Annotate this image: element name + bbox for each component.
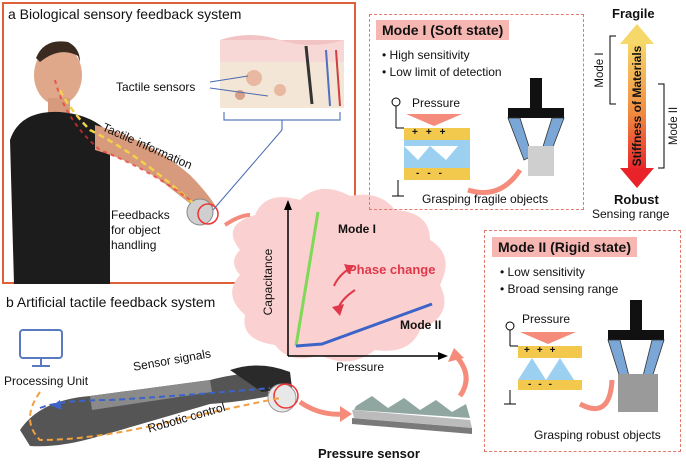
mode2-minus-signs: --- (528, 379, 559, 390)
stiffness-mode2-label: Mode II (668, 106, 680, 146)
mode2-bullets: Low sensitivity Broad sensing range (500, 264, 619, 298)
phase-change-label: Phase change (348, 262, 436, 277)
sensing-range-label: Sensing range (592, 207, 670, 221)
stiffness-mode1-label: Mode I (594, 52, 606, 88)
mode2-box (484, 230, 681, 452)
feedbacks-line-3: handling (111, 238, 157, 252)
computer-icon (19, 329, 63, 367)
panel-b-title: b Artificial tactile feedback system (6, 294, 216, 310)
feedbacks-label: Feedbacks for object handling (111, 208, 170, 253)
feedbacks-line-1: Feedbacks (111, 208, 170, 222)
skin-cross-section (220, 35, 344, 130)
mode1-title: Mode I (Soft state) (376, 20, 510, 40)
mode1-bullet-2: Low limit of detection (382, 64, 502, 81)
tactile-sensors-label: Tactile sensors (116, 80, 196, 94)
stiffness-arrow (609, 24, 665, 188)
mode2-caption: Grasping robust objects (534, 428, 661, 442)
pressure-sensor-device (352, 396, 472, 434)
graph-xlabel: Pressure (336, 360, 385, 374)
pressure-sensor-label: Pressure sensor (318, 446, 420, 461)
mode1-sensor (391, 78, 565, 197)
graph-ylabel: Capacitance (261, 248, 275, 316)
mode2-bullet-1: Low sensitivity (500, 264, 618, 281)
feedbacks-line-2: for object (111, 223, 161, 237)
robotic-arm (20, 365, 299, 447)
mode1-plus-signs: +++ (412, 127, 454, 138)
processing-unit-label: Processing Unit (4, 374, 89, 388)
mode2-title: Mode II (Rigid state) (492, 237, 637, 257)
mode2-plus-signs: +++ (524, 345, 563, 356)
mode1-bullet-1: High sensitivity (382, 47, 502, 64)
mode2-pressure-label: Pressure (522, 312, 571, 326)
mode1-caption: Grasping fragile objects (422, 192, 549, 206)
mode1-minus-signs: --- (416, 168, 450, 179)
mode1-pressure-label: Pressure (412, 96, 461, 110)
stiffness-arrow-label: Stiffness of Materials (630, 45, 644, 167)
mode2-line (295, 302, 433, 348)
mode1-line (294, 211, 320, 347)
fragile-label: Fragile (612, 6, 655, 21)
mode2-bullet-2: Broad sensing range (500, 281, 619, 298)
robust-label: Robust (614, 192, 659, 207)
panel-a (2, 2, 356, 284)
mode1-bullets: High sensitivity Low limit of detection (382, 47, 502, 81)
graph-mode2-label: Mode II (400, 318, 442, 332)
panel-a-title: a Biological sensory feedback system (8, 6, 242, 22)
human-figure (10, 41, 219, 284)
mode2-sensor (504, 300, 665, 412)
mode1-box (369, 14, 584, 210)
graph-mode1-label: Mode I (338, 222, 376, 236)
